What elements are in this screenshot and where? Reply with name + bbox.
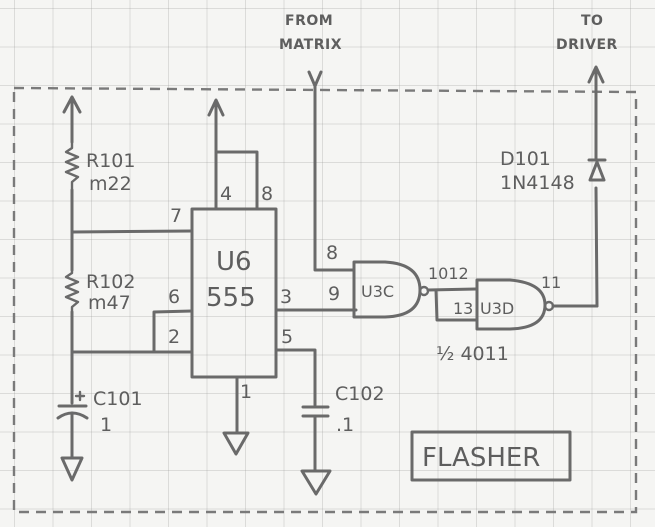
wire-output-rail	[594, 186, 599, 308]
u6-pin5: 5	[281, 326, 293, 348]
input-connector-from-matrix	[307, 70, 356, 272]
title-box	[410, 430, 572, 482]
r102-value: m47	[88, 292, 131, 314]
u3c-pin9: 9	[328, 283, 340, 305]
u3-package: ½ 4011	[436, 343, 509, 365]
u3d-ref: U3D	[480, 299, 514, 318]
c102-ref: C102	[335, 383, 385, 405]
r101-ref: R101	[86, 150, 135, 172]
u6-pin7: 7	[170, 205, 182, 227]
ground-u6-icon	[222, 431, 250, 456]
u6-pin6: 6	[168, 286, 180, 308]
u6-pin8: 8	[261, 183, 273, 205]
from-matrix-label-1: FROM	[285, 13, 333, 29]
to-driver-label-2: DRIVER	[556, 37, 618, 53]
wire-pin7	[70, 229, 194, 234]
r101-value: m22	[89, 173, 132, 195]
u3c-pin8: 8	[326, 242, 338, 264]
diode-d101	[587, 158, 607, 182]
vcc-arrow-left	[62, 95, 82, 144]
from-matrix-label-2: MATRIX	[279, 37, 342, 53]
d101-ref: D101	[500, 148, 551, 170]
wire-pin6-loop	[152, 309, 194, 354]
ground-c102-icon	[300, 469, 332, 496]
u3d-pin13: 13	[453, 299, 473, 318]
u6-pin3: 3	[280, 286, 292, 308]
output-arrow-to-driver	[587, 65, 605, 162]
d101-value: 1N4148	[500, 172, 575, 194]
c102-value: .1	[336, 414, 354, 436]
title-text: FLASHER	[422, 443, 540, 473]
c101-ref: C101	[93, 388, 143, 410]
u6-pin1: 1	[240, 381, 252, 403]
wire-pin4-pin8-vcc	[214, 150, 259, 211]
u3c-ref: U3C	[361, 282, 394, 301]
u6-pin4: 4	[220, 183, 232, 205]
u6-part: 555	[206, 283, 256, 313]
to-driver-label-1: TO	[581, 13, 603, 29]
c101-value: 1	[100, 414, 112, 436]
resistor-r101	[64, 140, 80, 192]
vcc-arrow-u6	[207, 98, 225, 154]
wire-pin5	[274, 348, 317, 407]
ground-c101-icon	[60, 456, 84, 482]
resistor-r102	[64, 268, 80, 314]
wire-u3d-tied-inputs	[434, 288, 478, 322]
u6-ref: U6	[216, 247, 252, 277]
module-boundary	[12, 86, 638, 514]
u3d-pin11: 11	[541, 273, 561, 292]
ic-u6-body	[190, 207, 278, 379]
u6-pin2: 2	[168, 326, 180, 348]
u3d-pin10-12: 1012	[428, 264, 469, 283]
r102-ref: R102	[86, 271, 135, 293]
